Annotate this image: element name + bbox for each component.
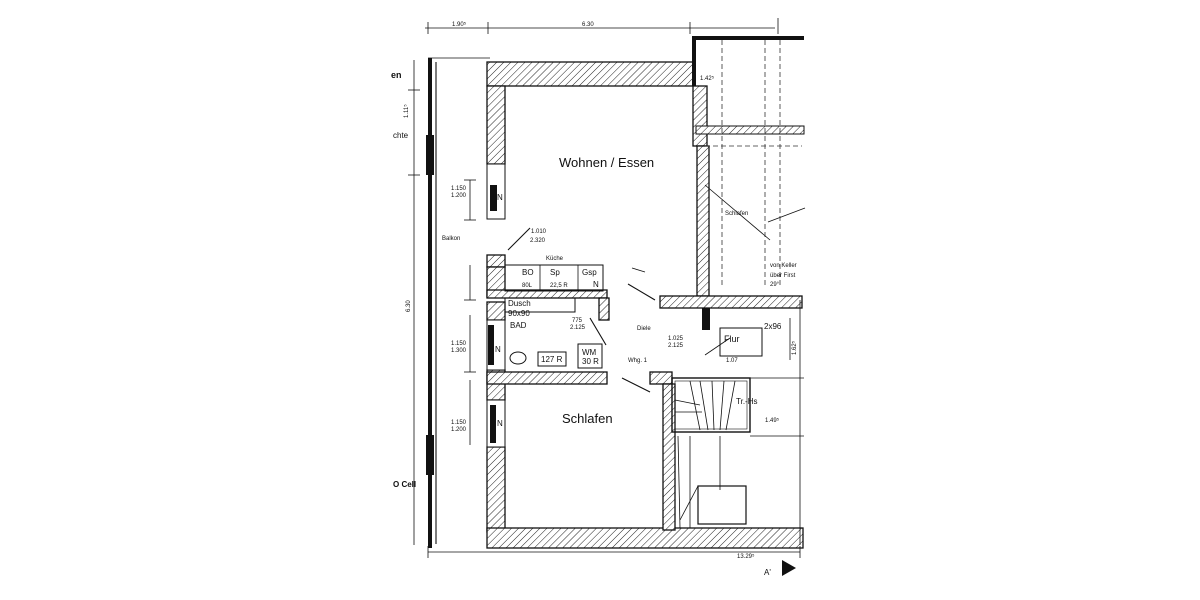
kitchen-counter [504, 264, 604, 292]
bath-fixture [537, 351, 567, 367]
exterior-walls [486, 61, 804, 549]
wall-schlafen-stub [649, 371, 673, 385]
label-treppenhaus: Tr.-Hs [736, 397, 757, 406]
fixture-dusche: Dusch [508, 299, 531, 308]
wall-bath-schlafen [486, 371, 608, 385]
wall-left-bath [486, 301, 506, 321]
wall-right-living [696, 145, 710, 297]
room-label-wohnung: Whg. 1 [628, 358, 648, 364]
dim-win2-b: 1.300 [451, 348, 467, 354]
dim-door-diele-2: 2.125 [668, 343, 684, 349]
window-schlafen: N 1.150 1.200 [451, 399, 506, 448]
bottom-dimension-line: 13.29⁵ A' [427, 546, 801, 577]
dim-top-left: 1.90⁵ [452, 21, 467, 28]
balcony: Balkon [426, 57, 490, 548]
section-arrow-icon [782, 560, 796, 576]
section-mark: A' [764, 568, 771, 577]
top-dimension-line: 1.90⁵ 6.30 [425, 18, 779, 34]
balcony-rail-upper [426, 135, 434, 175]
stairwell: Tr.-Hs 1.49⁵ [671, 300, 804, 545]
left-small-dimensions [464, 179, 476, 445]
wall-left-upper [486, 85, 506, 165]
fixture-sp: Sp [550, 268, 560, 277]
dim-top-right: 1.42⁵ [700, 75, 715, 82]
dim-bottom: 13.29⁵ [737, 553, 755, 560]
fixture-n3: N [497, 419, 503, 428]
room-label-balkon: Balkon [442, 236, 460, 242]
room-label-kueche: Küche [546, 256, 564, 262]
dim-side-right: 1.62⁵ [791, 340, 798, 355]
left-dimension-line: 1.11⁵ 6.30 [403, 60, 420, 545]
room-label-schlafen-neighbor: Schlafen [725, 211, 748, 217]
dim-win3-b: 1.200 [451, 427, 467, 433]
flur: Flur 1.07 2x96 1.62⁵ [702, 308, 798, 364]
room-label-wohnen: Wohnen / Essen [559, 155, 654, 170]
dim-door-kueche-2: 2.320 [530, 238, 546, 244]
shower-tray [504, 297, 576, 313]
window-bath: N 1.150 1.300 [451, 319, 506, 371]
hallway: Diele Whg. 1 1.025 2.125 [621, 267, 684, 393]
room-label-schlafen: Schlafen [562, 411, 613, 426]
room-label-flur: Flur [724, 334, 740, 344]
fixture-bo-size: 80L [522, 283, 533, 289]
fixture-wm-value: 30 R [582, 357, 599, 366]
wall-bottom [486, 527, 804, 549]
dim-flur-size: 2x96 [764, 322, 782, 331]
fixture-n4: N [593, 280, 599, 289]
fixture-dusche-size: 90x90 [508, 309, 530, 318]
fixture-wm: WM [582, 348, 597, 357]
dim-win3-a: 1.150 [451, 420, 467, 426]
dim-stair-top: 1.49⁵ [765, 417, 780, 424]
wall-schlafen-right [662, 383, 676, 531]
wall-top [486, 61, 694, 87]
toilet [509, 351, 527, 365]
label-von-keller: von Keller [770, 263, 797, 269]
fixture-bo: BO [522, 268, 534, 277]
fixture-counter: 22,5 R [550, 283, 568, 289]
fixture-gsp: Gsp [582, 268, 597, 277]
dim-bad-door-a: 775 [572, 318, 583, 324]
wall-left-kitchen [486, 254, 506, 268]
wall-bath-right [598, 297, 610, 321]
dim-door-diele-1: 1.025 [668, 336, 684, 342]
edge-label-top: en [391, 70, 402, 80]
balcony-rail-lower [426, 435, 434, 475]
fixture-n2: N [495, 345, 501, 354]
dim-win1-b: 1.200 [451, 193, 467, 199]
edge-label-bottom: O Cell [393, 480, 416, 489]
dim-flur-value: 1.07 [726, 358, 738, 364]
window-upper: N 1.150 1.200 [451, 163, 506, 220]
label-ueber-first: über First [770, 273, 796, 279]
wall-flur-top [659, 295, 803, 309]
fixture-n1: N [497, 193, 503, 202]
room-label-diele: Diele [637, 326, 651, 332]
washing-machine [577, 343, 603, 369]
label-slope: 29° [770, 282, 780, 288]
dim-left-top: 1.11⁵ [403, 104, 410, 118]
dim-win2-a: 1.150 [451, 341, 467, 347]
room-label-bad: BAD [510, 321, 527, 330]
bathroom: Dusch 90x90 BAD 127 R WM 30 R 775 2.125 [504, 297, 607, 369]
wall-right-upper [692, 85, 708, 147]
dim-bad-door-b: 2.125 [570, 325, 586, 331]
dim-door-kueche-1: 1.010 [531, 229, 547, 235]
dim-top-mid: 6.30 [582, 22, 594, 28]
wall-left-lower [486, 446, 506, 533]
neighbor-building: 1.42⁵ Schlafen von Keller über First 29° [692, 36, 806, 288]
fixture-bath-value: 127 R [541, 355, 563, 364]
kitchen: Küche BO Sp Gsp 80L 22,5 R N 1.010 2.320 [504, 227, 604, 292]
dim-win1-a: 1.150 [451, 186, 467, 192]
dim-left-total: 6.30 [406, 300, 412, 312]
balcony-outer-wall [428, 58, 432, 548]
edge-label-mid: chte [393, 131, 409, 140]
